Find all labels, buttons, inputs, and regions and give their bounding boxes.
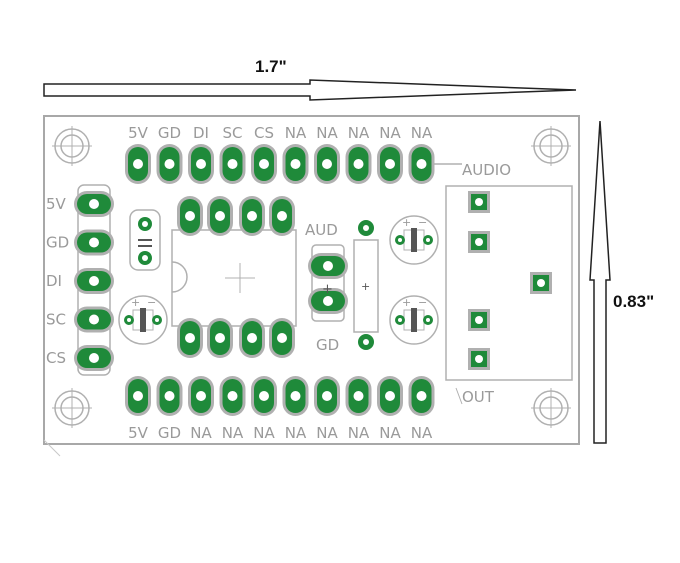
resistor: + bbox=[353, 220, 379, 350]
mounting-hole-top-left bbox=[51, 125, 93, 167]
jumper-outline bbox=[311, 244, 345, 322]
bottom-header-pin bbox=[219, 376, 246, 416]
bottom-header-pin bbox=[251, 376, 277, 416]
electrolytic-capacitor-top bbox=[389, 215, 439, 265]
ic-pin-top bbox=[177, 196, 203, 236]
left-header-label: CS bbox=[46, 349, 66, 367]
top-header-pin bbox=[125, 144, 151, 184]
ic-pin-bottom bbox=[239, 318, 265, 358]
bottom-pin-header bbox=[125, 376, 435, 416]
jack-pad-1 bbox=[468, 191, 490, 213]
top-header-label: DI bbox=[193, 124, 209, 142]
bottom-header-label: NA bbox=[253, 424, 275, 442]
jumper-plus: + bbox=[322, 282, 333, 297]
top-header-pin bbox=[314, 144, 340, 184]
aud-label: AUD bbox=[305, 221, 338, 239]
top-header-label: SC bbox=[223, 124, 243, 142]
ic-pin-top bbox=[239, 196, 265, 236]
bottom-header-pin bbox=[345, 376, 372, 416]
width-dimension: 1.7" bbox=[43, 57, 577, 101]
mounting-hole-top-right bbox=[530, 125, 572, 167]
top-header-label: NA bbox=[285, 124, 307, 142]
top-header-pin bbox=[156, 144, 183, 184]
left-header-pin bbox=[74, 229, 114, 256]
top-pin-header bbox=[125, 144, 435, 184]
bottom-header-pin bbox=[314, 376, 340, 416]
bottom-header-pin bbox=[156, 376, 183, 416]
ic-pin-top bbox=[269, 196, 295, 236]
bottom-header-label: GD bbox=[158, 424, 181, 442]
left-header-pin bbox=[74, 191, 114, 217]
jack-pad-3 bbox=[530, 272, 552, 294]
ceramic-capacitor bbox=[129, 209, 161, 271]
top-header-label: GD bbox=[158, 124, 181, 142]
board-outline bbox=[43, 115, 580, 445]
ic-pin-bottom bbox=[177, 318, 203, 358]
electrolytic-capacitor-left bbox=[118, 295, 168, 345]
jack-pad-5 bbox=[468, 348, 490, 370]
electrolytic-capacitor-bottom bbox=[389, 295, 439, 345]
bottom-header-pin bbox=[282, 376, 309, 416]
height-dimension: 0.83" bbox=[589, 120, 654, 444]
dip8-ic-body bbox=[171, 229, 297, 327]
top-header-label: NA bbox=[411, 124, 433, 142]
height-label: 0.83" bbox=[613, 292, 654, 311]
ic-pin-bottom bbox=[207, 318, 233, 358]
top-header-pin bbox=[251, 144, 277, 184]
left-header-pin bbox=[74, 306, 114, 333]
ic-pin-top bbox=[207, 196, 233, 236]
bottom-header-pin bbox=[188, 376, 214, 416]
bottom-header-labels: 5V GD NA NA NA NA NA NA NA NA bbox=[128, 424, 433, 442]
top-header-labels: 5V GD DI SC CS NA NA NA NA NA bbox=[128, 124, 433, 142]
ic-notch bbox=[171, 261, 188, 293]
mounting-hole-bottom-left bbox=[51, 387, 93, 429]
jack-pad-4 bbox=[468, 309, 490, 331]
bottom-header-label: NA bbox=[222, 424, 244, 442]
top-header-pin bbox=[188, 144, 214, 184]
top-header-pin bbox=[219, 144, 246, 184]
top-header-pin bbox=[377, 144, 403, 184]
left-header-pin bbox=[74, 345, 114, 371]
top-header-pin bbox=[282, 144, 309, 184]
left-header-label: GD bbox=[46, 234, 69, 252]
left-header-label: 5V bbox=[46, 195, 67, 213]
bottom-header-label: NA bbox=[411, 424, 433, 442]
bottom-header-label: NA bbox=[316, 424, 338, 442]
left-header-labels: 5V GD DI SC CS bbox=[46, 195, 69, 367]
jumper-pin-aud bbox=[308, 253, 348, 279]
ic-pins bbox=[177, 196, 295, 358]
audio-jack-outline bbox=[445, 185, 573, 381]
bottom-header-pin bbox=[377, 376, 403, 416]
top-header-pin bbox=[408, 144, 435, 184]
out-label: OUT bbox=[462, 388, 495, 406]
resistor-plus: + bbox=[361, 280, 370, 293]
left-header-label: DI bbox=[46, 272, 62, 290]
mounting-hole-bottom-right bbox=[530, 387, 572, 429]
audio-label: AUDIO bbox=[462, 161, 511, 179]
bottom-header-pin bbox=[408, 376, 435, 416]
bottom-header-label: NA bbox=[379, 424, 401, 442]
top-header-label: NA bbox=[316, 124, 338, 142]
top-header-label: NA bbox=[348, 124, 370, 142]
bottom-header-label: 5V bbox=[128, 424, 149, 442]
bottom-header-label: NA bbox=[348, 424, 370, 442]
ic-pin-bottom bbox=[269, 318, 295, 358]
top-header-label: CS bbox=[254, 124, 274, 142]
width-label: 1.7" bbox=[255, 57, 287, 76]
top-header-label: 5V bbox=[128, 124, 149, 142]
gd-label: GD bbox=[316, 336, 339, 354]
jack-pad-2 bbox=[468, 231, 490, 253]
bottom-header-label: NA bbox=[190, 424, 212, 442]
bottom-header-label: NA bbox=[285, 424, 307, 442]
top-header-label: NA bbox=[379, 124, 401, 142]
left-header-pin bbox=[74, 268, 114, 294]
left-pin-header bbox=[74, 191, 114, 371]
top-header-pin bbox=[345, 144, 372, 184]
left-header-label: SC bbox=[46, 311, 66, 329]
bottom-header-pin bbox=[125, 376, 151, 416]
